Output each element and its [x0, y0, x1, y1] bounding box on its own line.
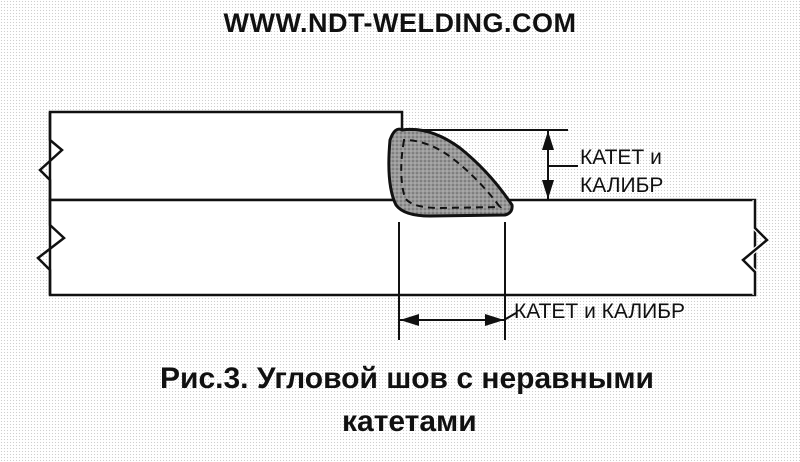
upper-plate: [48, 110, 404, 202]
vertical-dimension-arrow-bottom: [542, 180, 554, 199]
weld-bead: [387, 127, 514, 218]
lower-plate: [48, 198, 757, 297]
horizontal-dimension-arrow-left: [400, 314, 419, 326]
weld-fusion-dashed-line: [400, 138, 502, 210]
vertical-leg-label-line2: КАЛИБР: [580, 174, 664, 197]
site-url-title: WWW.NDT-WELDING.COM: [223, 8, 577, 38]
figure-caption-line2: катетами: [342, 405, 477, 438]
horizontal-leg-label: КАТЕТ и КАЛИБР: [514, 300, 686, 323]
left-break-line-lower: [36, 200, 66, 295]
horizontal-dimension-leader: [503, 312, 517, 321]
right-break-line: [741, 200, 769, 295]
figure-caption-line1: Рис.3. Угловой шов с неравными: [160, 362, 654, 395]
vertical-dimension-arrow-top: [542, 131, 554, 150]
horizontal-dimension-arrow-right: [485, 314, 504, 326]
left-break-line-upper: [38, 112, 64, 200]
vertical-leg-label-line1: КАТЕТ и: [580, 146, 662, 169]
